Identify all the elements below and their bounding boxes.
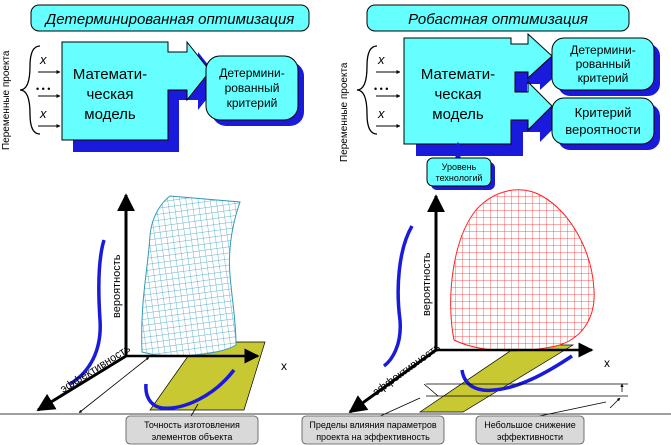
right-brace	[356, 45, 378, 135]
callout-decrease-line1: Небольшое снижение	[484, 420, 576, 430]
tech-level-line2: технологий	[436, 173, 483, 183]
right-decrease-arrow-2	[609, 397, 621, 409]
left-y-label: вероятность	[111, 254, 123, 318]
callout-decrease: Небольшое снижение эффективности	[475, 401, 607, 445]
callout-limits: Пределы влияния параметров проекта на эф…	[301, 397, 445, 445]
callout-decrease-line2: эффективности	[497, 432, 563, 442]
right-plot: вероятность эффективность x	[348, 189, 628, 414]
right-limits-tick	[423, 383, 439, 397]
right-prob-criterion-line1: Критерий	[575, 105, 632, 120]
callout-limits-line1: Пределы влияния параметров	[309, 420, 436, 430]
left-x-label: x	[281, 359, 287, 373]
left-band	[149, 341, 266, 411]
right-model-line3: модель	[432, 106, 484, 123]
right-band	[418, 344, 575, 413]
right-var-dots: • • •	[374, 84, 388, 94]
left-block-diagram: Детерминированная оптимизация Переменные…	[1, 4, 310, 152]
right-title-box: Робастная оптимизация	[366, 4, 630, 32]
right-var-x1: x	[377, 52, 385, 67]
left-variables-label: Переменные проекта	[1, 50, 12, 150]
left-precision-dimension	[78, 357, 150, 413]
left-var-x2: x	[39, 106, 47, 121]
left-criterion-block: Детермини- рованный критерий	[205, 55, 304, 126]
left-brace	[19, 45, 41, 135]
left-model-block: Математи- ческая модель	[61, 40, 221, 152]
tech-level-block: Уровень технологий	[426, 142, 495, 190]
tech-level-line1: Уровень	[442, 162, 477, 172]
right-block-diagram: Робастная оптимизация Переменные проекта…	[339, 4, 660, 190]
left-model-line3: модель	[84, 106, 136, 123]
right-var-x2: x	[377, 106, 385, 121]
right-curve-probability	[382, 225, 414, 368]
right-title: Робастная оптимизация	[408, 11, 588, 28]
left-title: Детерминированная оптимизация	[44, 11, 295, 28]
right-z-label: эффективность	[371, 341, 443, 398]
right-det-criterion-line1: Детермини-	[570, 43, 635, 57]
right-model-line1: Математи-	[421, 66, 495, 83]
callout-precision-line2: элементов объекта	[152, 432, 233, 442]
left-var-dots: • • •	[36, 84, 50, 94]
callout-precision-line1: Точность изготовления	[144, 420, 240, 430]
left-title-box: Детерминированная оптимизация	[30, 4, 310, 32]
right-curve-efficiency	[460, 354, 573, 393]
right-mesh-surface	[450, 189, 595, 352]
left-criterion-line1: Детермини-	[219, 66, 284, 80]
left-criterion-line3: критерий	[227, 96, 278, 110]
callout-precision: Точность изготовления элементов объекта	[125, 403, 259, 445]
left-criterion-line2: рованный	[225, 81, 280, 95]
right-variables-label: Переменные проекта	[339, 62, 350, 162]
left-model-line2: ческая	[86, 86, 133, 103]
right-det-criterion-block: Детермини- рованный критерий	[551, 37, 660, 96]
right-model-block: Математи- ческая модель	[403, 32, 564, 156]
right-prob-criterion-line2: вероятности	[565, 122, 641, 137]
right-x-label: x	[604, 356, 610, 370]
callout-limits-line2: проекта на эффективность	[316, 432, 430, 442]
right-z-axis	[348, 348, 437, 414]
left-plot: вероятность эффективность x	[36, 193, 287, 413]
right-det-criterion-line3: критерий	[578, 71, 629, 85]
right-model-line2: ческая	[434, 86, 481, 103]
left-var-x1: x	[39, 52, 47, 67]
left-mesh-surface	[141, 195, 241, 357]
right-det-criterion-line2: рованный	[576, 57, 631, 71]
right-prob-criterion-block: Критерий вероятности	[551, 97, 660, 150]
right-y-label: вероятность	[421, 252, 433, 316]
left-model-line1: Математи-	[73, 66, 147, 83]
